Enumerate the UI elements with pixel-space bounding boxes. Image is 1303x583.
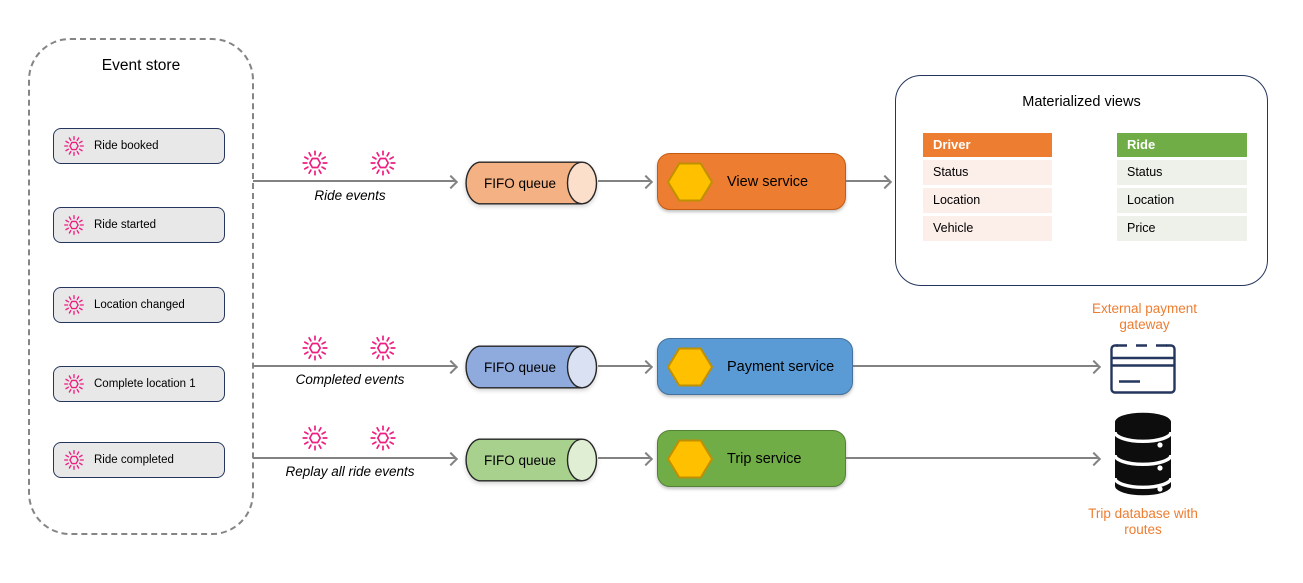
queue-label: FIFO queue: [483, 359, 557, 375]
event-item-label: Ride started: [94, 219, 157, 231]
event-item-label: Complete location 1: [94, 378, 196, 390]
event-burst-icon: [63, 294, 85, 316]
arrow-service-to-database: [846, 457, 1098, 459]
service-label: View service: [727, 173, 809, 190]
arrow-service-to-views: [846, 180, 889, 182]
fifo-queue-2: FIFO queue: [462, 345, 598, 389]
hexagon-icon: [667, 439, 713, 479]
materialized-views-title: Materialized views: [1022, 94, 1141, 110]
ride-table: Ride Status Location Price: [1117, 133, 1247, 241]
arrow-store-to-queue-1: [253, 180, 455, 182]
event-item-label: Location changed: [94, 299, 185, 311]
event-item-label: Ride booked: [94, 140, 159, 152]
trip-service-box: Trip service: [657, 430, 846, 487]
table-row: Vehicle: [923, 216, 1052, 241]
service-label: Trip service: [727, 450, 802, 467]
arrow-store-to-queue-2: [253, 365, 455, 367]
flow-label-replay-events: Replay all ride events: [285, 464, 415, 479]
table-row: Location: [923, 188, 1052, 213]
ride-table-header: Ride: [1117, 133, 1247, 157]
event-item-ride-completed: Ride completed: [53, 442, 225, 478]
driver-table-header: Driver: [923, 133, 1052, 157]
view-service-box: View service: [657, 153, 846, 210]
event-burst-icon: [369, 334, 397, 362]
table-row: Location: [1117, 188, 1247, 213]
event-item-location-changed: Location changed: [53, 287, 225, 323]
arrow-queue-to-service-3: [598, 457, 650, 459]
event-burst-icon: [369, 424, 397, 452]
event-item-ride-started: Ride started: [53, 207, 225, 243]
hexagon-icon: [667, 162, 713, 202]
event-burst-icon: [369, 149, 397, 177]
event-burst-icon: [63, 135, 85, 157]
flow-label-completed-events: Completed events: [295, 372, 405, 387]
hexagon-icon: [667, 347, 713, 387]
event-burst-icon: [301, 334, 329, 362]
event-burst-icon: [301, 424, 329, 452]
materialized-views-panel: Materialized views Driver Status Locatio…: [895, 75, 1268, 286]
arrow-store-to-queue-3: [253, 457, 455, 459]
database-icon: [1113, 412, 1173, 496]
table-row: Price: [1117, 216, 1247, 241]
event-burst-icon: [63, 214, 85, 236]
service-label: Payment service: [727, 358, 835, 375]
payment-service-box: Payment service: [657, 338, 853, 395]
external-payment-gateway-label: External payment gateway: [1091, 301, 1198, 333]
table-row: Status: [1117, 160, 1247, 185]
event-burst-icon: [63, 449, 85, 471]
driver-table: Driver Status Location Vehicle: [923, 133, 1052, 241]
queue-label: FIFO queue: [483, 452, 557, 468]
table-row: Status: [923, 160, 1052, 185]
event-store-title: Event store: [101, 57, 181, 74]
arrow-service-to-gateway: [853, 365, 1098, 367]
event-item-label: Ride completed: [94, 454, 174, 466]
fifo-queue-3: FIFO queue: [462, 438, 598, 482]
event-burst-icon: [301, 149, 329, 177]
event-item-complete-location: Complete location 1: [53, 366, 225, 402]
fifo-queue-1: FIFO queue: [462, 161, 598, 205]
queue-label: FIFO queue: [483, 175, 557, 191]
event-burst-icon: [63, 373, 85, 395]
event-store-container: Event store Ride booked Ride started Loc…: [28, 38, 254, 535]
event-item-ride-booked: Ride booked: [53, 128, 225, 164]
credit-card-icon: [1110, 344, 1176, 394]
trip-database-label: Trip database with routes: [1088, 506, 1198, 538]
flow-label-ride-events: Ride events: [314, 188, 386, 203]
arrow-queue-to-service-1: [598, 180, 650, 182]
arrow-queue-to-service-2: [598, 365, 650, 367]
